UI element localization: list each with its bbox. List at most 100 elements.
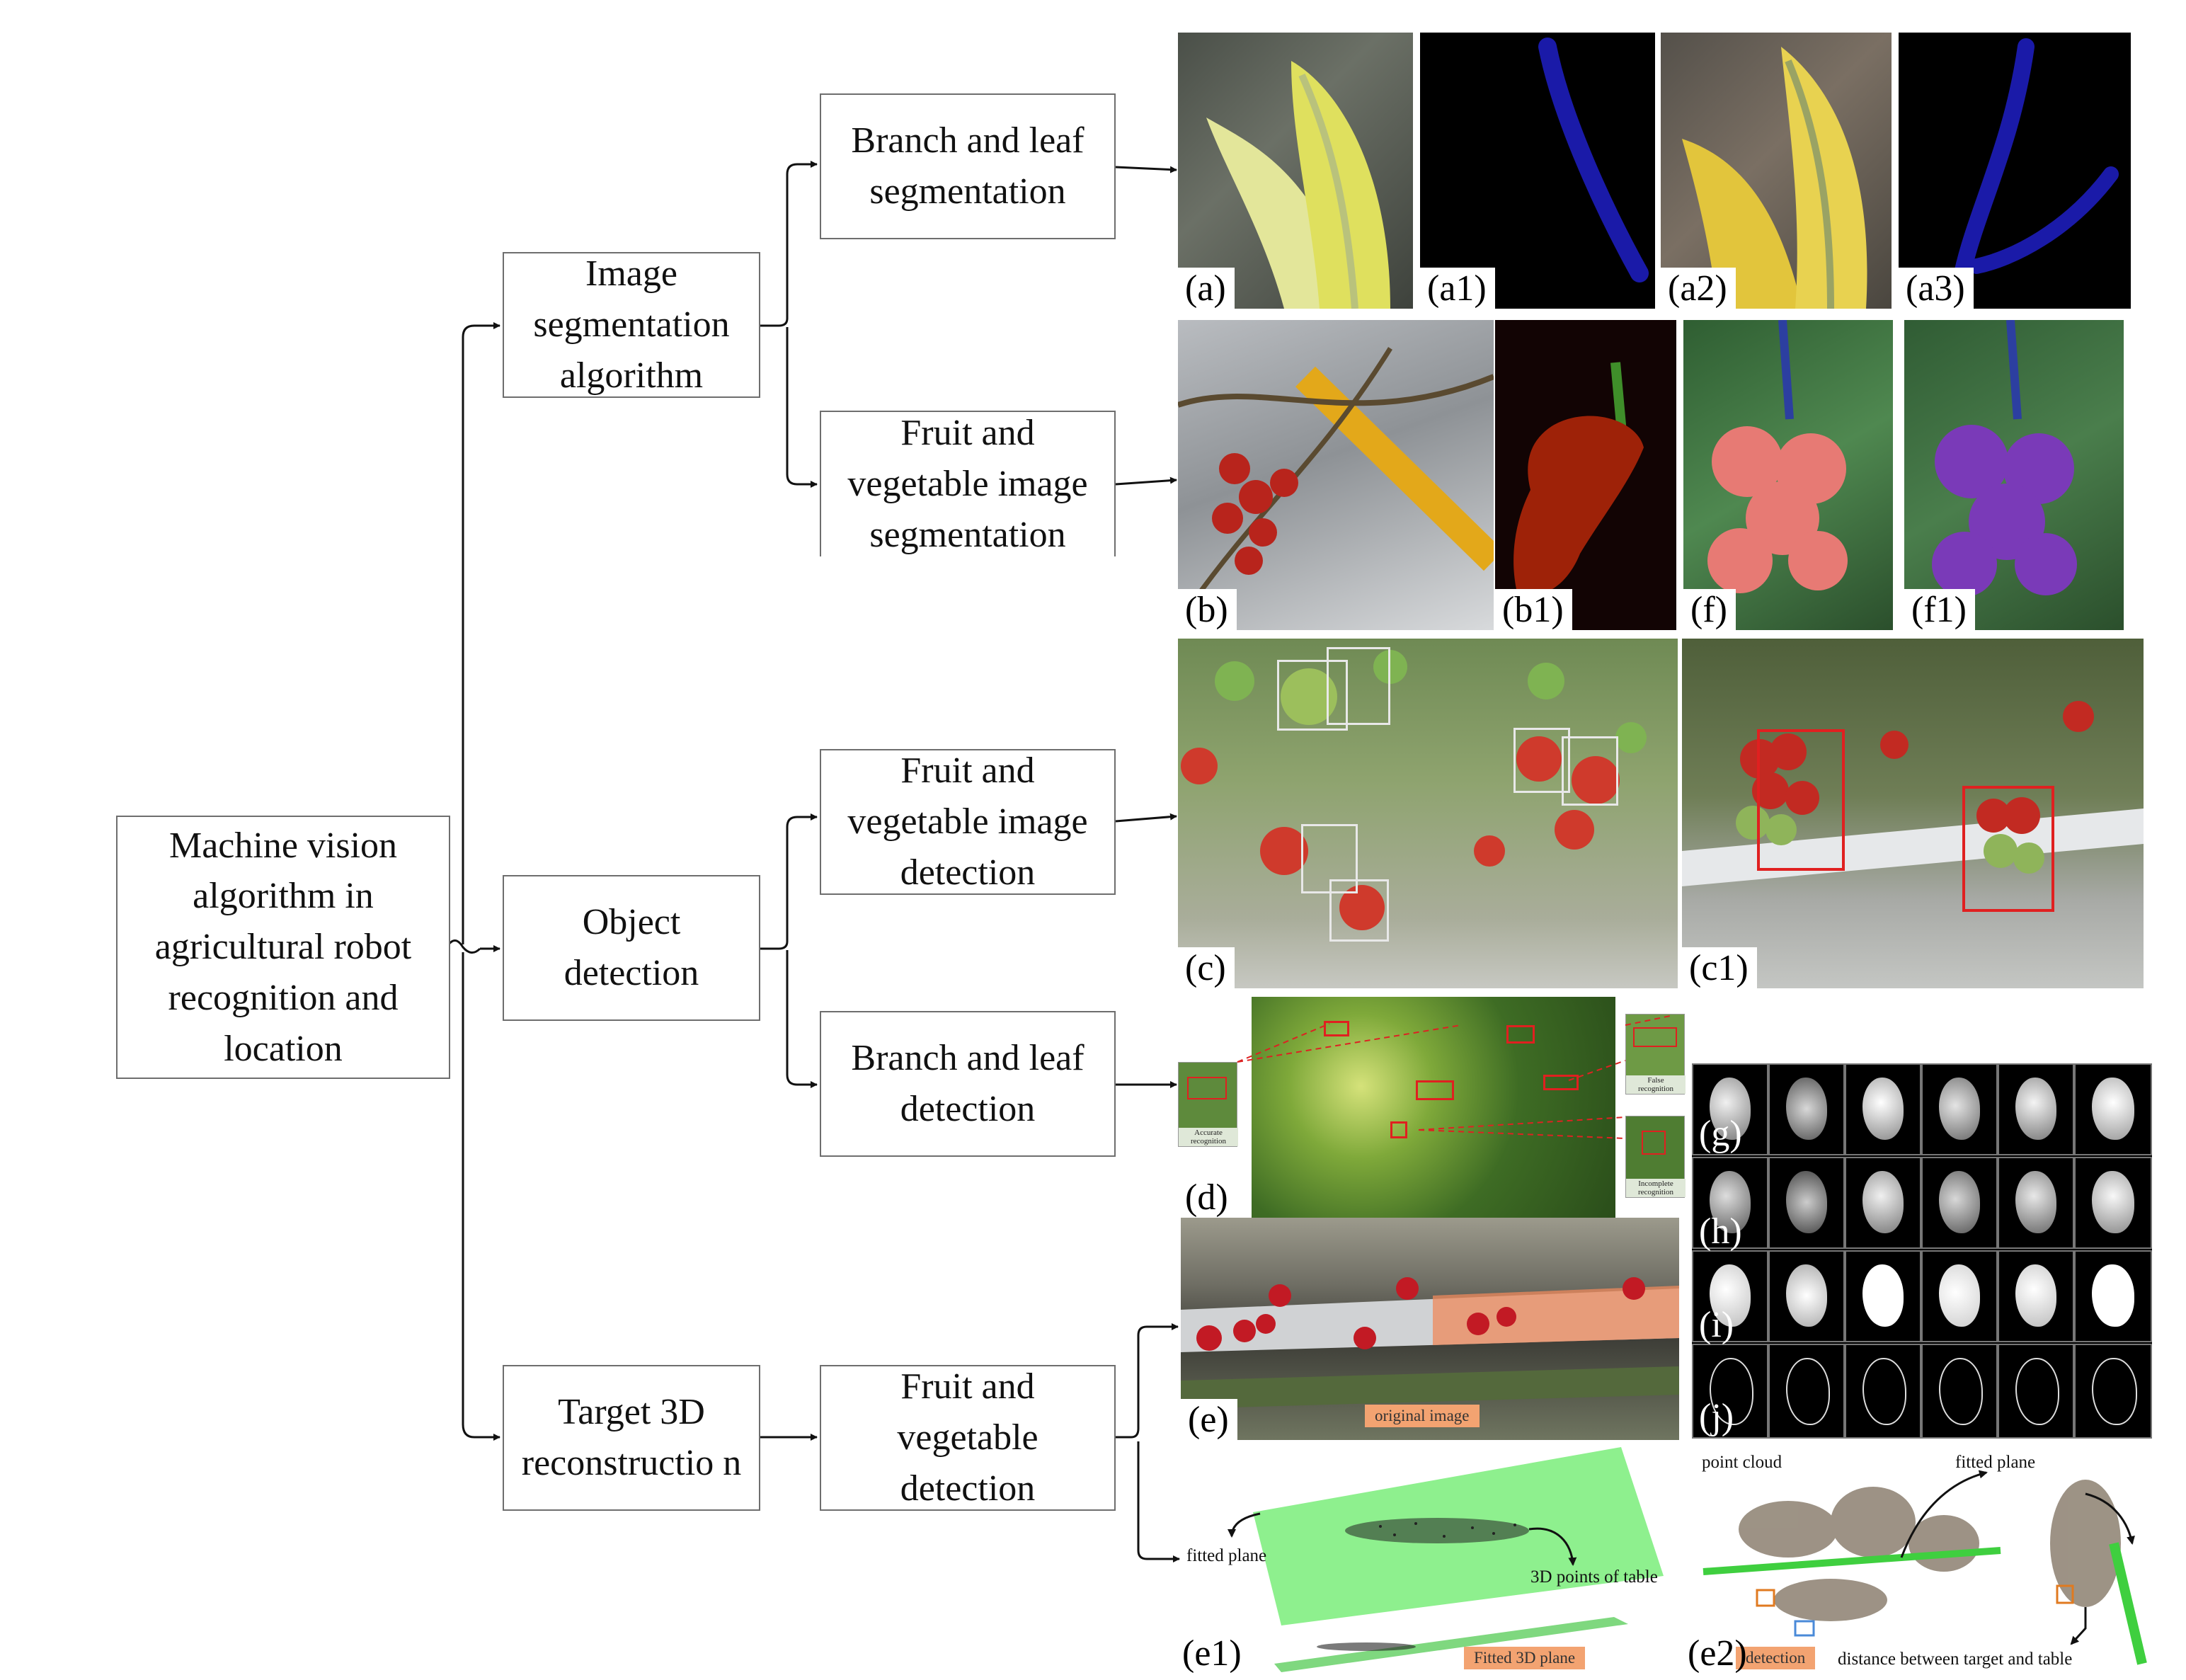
object-detection-box: Object detection xyxy=(503,875,760,1021)
panel-f-label: (f) xyxy=(1683,589,1736,630)
panel-a2-label: (a2) xyxy=(1661,268,1736,309)
detection-box-white xyxy=(1327,647,1390,725)
tile xyxy=(1768,1157,1845,1249)
tile xyxy=(1921,1344,1998,1439)
detection-box-red xyxy=(1962,786,2054,912)
panel-a1-label: (a1) xyxy=(1420,268,1495,309)
tile xyxy=(1845,1250,1921,1342)
detection-box-white xyxy=(1562,736,1618,806)
distance-label: distance between target and table xyxy=(1838,1650,2073,1669)
inset-incomplete: Incomplete recognition xyxy=(1625,1116,1686,1198)
detection-box-red xyxy=(1633,1027,1677,1047)
tile xyxy=(2074,1250,2152,1342)
leaf-mask-blue xyxy=(1538,38,1649,282)
panel-b1-label: (b1) xyxy=(1495,589,1572,630)
panel-a3-mask: (a3) xyxy=(1899,33,2131,309)
strawberry-table-illustration xyxy=(1181,1277,1679,1409)
tomato-field-illustration xyxy=(1181,650,1647,930)
detection-box-red xyxy=(1324,1021,1349,1036)
panel-c1-detection-photo: (c1) xyxy=(1682,639,2144,988)
tile xyxy=(1768,1250,1845,1342)
detection-box-white xyxy=(1513,728,1570,793)
tile xyxy=(1692,1344,1768,1439)
reconstruction-label: Target 3D reconstructio n xyxy=(521,1392,742,1483)
wire-root xyxy=(445,939,481,954)
tile xyxy=(2074,1063,2152,1155)
tile xyxy=(1845,1157,1921,1249)
fruit-veg-det-box: Fruit and vegetable image detection xyxy=(820,749,1116,895)
seg-algorithm-label: Image segmentation algorithm xyxy=(533,253,730,396)
leaf-mask-blue-2 xyxy=(1954,38,2119,282)
panel-f-lychee-photo: (f) xyxy=(1683,320,1893,630)
tile xyxy=(1921,1250,1998,1342)
branch-leaf-seg-label: Branch and leaf segmentation xyxy=(851,120,1085,212)
wire-det-split xyxy=(760,813,818,950)
false-caption: False recognition xyxy=(1626,1075,1686,1094)
wire-root-bottom xyxy=(462,952,500,1441)
tile xyxy=(1921,1063,1998,1155)
tile xyxy=(1845,1063,1921,1155)
tomato-field-illustration-2 xyxy=(1682,701,2144,886)
point-cloud-label: point cloud xyxy=(1702,1453,1782,1472)
panel-f1-mask: (f1) xyxy=(1904,320,2124,630)
detection-box-red xyxy=(1390,1121,1407,1138)
panel-a-leaf-photo: (a) xyxy=(1178,33,1413,309)
panel-f1-label: (f1) xyxy=(1904,589,1975,630)
wire-seg-split xyxy=(760,161,818,327)
panel-a2-leaf-photo: (a2) xyxy=(1661,33,1892,309)
tile xyxy=(1768,1063,1845,1155)
panel-e1-label: (e1) xyxy=(1182,1633,1242,1674)
tile xyxy=(1998,1344,2074,1439)
wire-img-a xyxy=(1115,166,1177,173)
detection-box-white xyxy=(1329,879,1389,942)
panel-e2-label: (e2) xyxy=(1688,1633,1747,1674)
tile xyxy=(1845,1344,1921,1439)
seg-algorithm-box: Image segmentation algorithm xyxy=(503,252,760,398)
object-detection-label: Object detection xyxy=(563,902,699,993)
panel-b1-mask: (b1) xyxy=(1495,320,1676,630)
panel-i-label: (i) xyxy=(1699,1305,1734,1345)
tile xyxy=(1921,1157,1998,1249)
leaf-canopy-photo xyxy=(1252,997,1615,1221)
root-box: Machine vision algorithm in agricultural… xyxy=(116,816,450,1079)
detection-tag: detection xyxy=(1736,1647,1816,1669)
detection-box-red xyxy=(1642,1131,1666,1155)
tile xyxy=(2074,1157,2152,1249)
depth-tile-grid: (g) (h) (i) (j) xyxy=(1692,1063,2152,1439)
detection-box-red xyxy=(1506,1025,1535,1044)
wire-root-top xyxy=(462,322,500,944)
leaf-illustration xyxy=(1206,61,1390,309)
tile xyxy=(2074,1344,2152,1439)
panel-b-tomato-photo: (b) xyxy=(1178,320,1494,630)
incomplete-caption: Incomplete recognition xyxy=(1626,1178,1686,1197)
wire-3d-split xyxy=(1116,1323,1179,1439)
branch-leaf-seg-box: Branch and leaf segmentation xyxy=(820,93,1116,239)
tile xyxy=(1692,1063,1768,1155)
original-image-tag: original image xyxy=(1365,1405,1480,1427)
lychee-illustration xyxy=(1707,320,1848,593)
tile xyxy=(1768,1344,1845,1439)
panel-e-label: (e) xyxy=(1181,1399,1237,1440)
panel-h-label: (h) xyxy=(1699,1211,1742,1252)
tomato-vine-illustration xyxy=(1178,347,1494,605)
fruit-veg-3d-label: Fruit and vegetable detection xyxy=(897,1366,1038,1509)
panel-g-label: (g) xyxy=(1699,1114,1742,1154)
leaf-illustration-2 xyxy=(1682,47,1867,309)
detection-box-white xyxy=(1277,660,1348,731)
panel-a1-mask: (a1) xyxy=(1420,33,1655,309)
reconstruction-box: Target 3D reconstructio n xyxy=(503,1365,760,1511)
fruit-veg-det-label: Fruit and vegetable image detection xyxy=(847,750,1088,893)
detection-box-red xyxy=(1543,1075,1579,1090)
accurate-caption: Accurate recognition xyxy=(1179,1127,1238,1146)
fruit-veg-3d-box: Fruit and vegetable detection xyxy=(820,1365,1116,1511)
detection-box-red xyxy=(1757,729,1845,871)
tomato-mask-red xyxy=(1513,362,1644,595)
fitted-3d-plane-tag: Fitted 3D plane xyxy=(1464,1647,1586,1669)
panel-d-leaf-detection-photo: Accurate recognition (d) xyxy=(1178,997,1617,1221)
detection-box-red xyxy=(1416,1080,1454,1100)
wire-img-c xyxy=(1115,813,1177,823)
fitted-plane-label-2: fitted plane xyxy=(1955,1453,2036,1472)
fitted-plane-label: fitted plane xyxy=(1186,1546,1267,1565)
panel-b-label: (b) xyxy=(1178,589,1237,630)
